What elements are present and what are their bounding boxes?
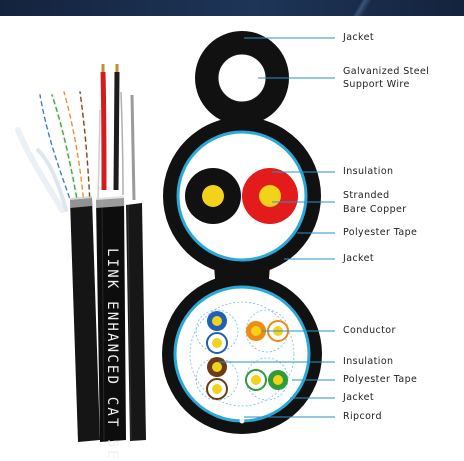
support-wire-cross-section	[218, 54, 266, 102]
label-polyester-tape-data: Polyester Tape	[343, 374, 418, 385]
label-jacket-bottom: Jacket	[343, 392, 374, 403]
label-support-wire-line2: Support Wire	[343, 79, 410, 90]
red-conductor	[242, 168, 298, 224]
label-support-wire-line1: Galvanized Steel	[343, 66, 430, 77]
label-insulation-power: Insulation	[343, 166, 394, 177]
label-jacket-top: Jacket	[343, 32, 374, 43]
label-jacket-middle: Jacket	[343, 253, 374, 264]
label-conductor: Conductor	[343, 325, 396, 336]
cable-photo: LINK ENHANCED CAT 5E	[15, 64, 146, 461]
pair-green	[245, 369, 288, 391]
twisted-pair-strands	[15, 90, 92, 213]
cable-print-text: LINK ENHANCED CAT 5E	[104, 248, 120, 461]
black-conductor	[185, 168, 241, 224]
label-stranded-line1: Stranded	[343, 190, 390, 201]
label-ripcord: Ripcord	[343, 411, 382, 422]
polyester-tape-data	[173, 285, 311, 423]
pair-brown	[206, 357, 228, 400]
label-polyester-tape-power: Polyester Tape	[343, 227, 418, 238]
leader-lines	[218, 37, 335, 418]
pair-blue	[206, 311, 228, 354]
power-conductors	[97, 64, 124, 201]
label-stranded-line2: Bare Copper	[343, 204, 407, 215]
cable-jacket-sections	[70, 198, 146, 442]
header-band	[0, 0, 464, 16]
cross-section	[162, 31, 322, 434]
label-insulation-data: Insulation	[343, 356, 394, 367]
ripcord-dot	[239, 418, 245, 424]
support-wire-strand	[130, 94, 136, 201]
